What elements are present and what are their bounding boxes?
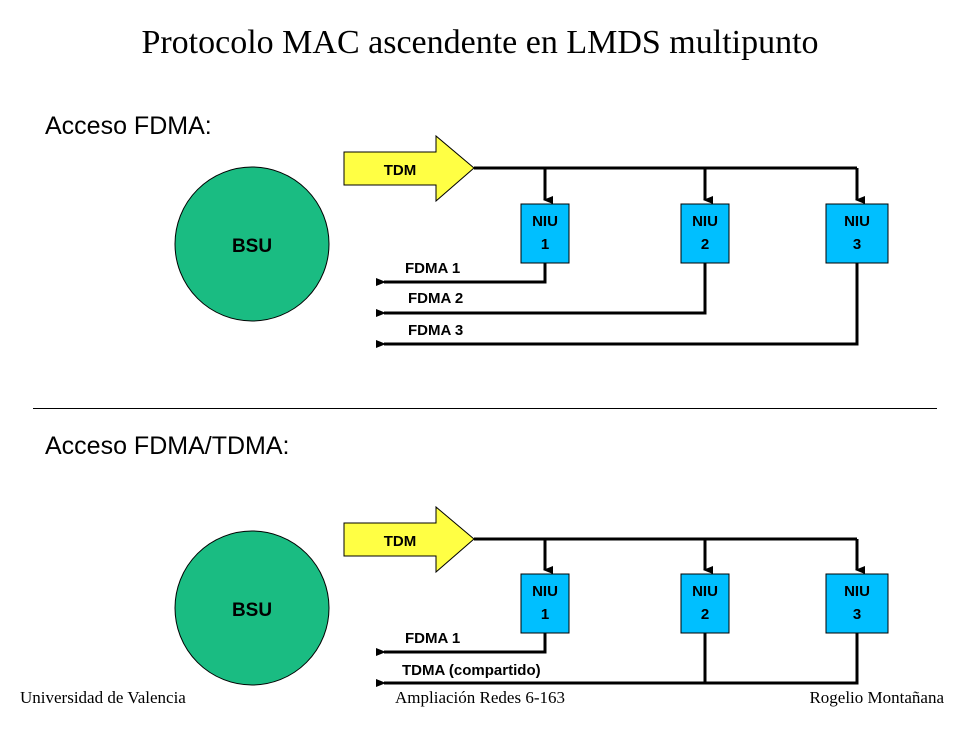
niu-1-number: 1 [541, 606, 549, 623]
tdm-arrow [343, 134, 475, 203]
fdma-tdma-diagram: BSU TDM NIU 1 NIU 2 NIU 3 FDMA 1 TDMA (c… [174, 505, 889, 687]
bsu-label: BSU [232, 600, 272, 621]
niu-3-box [825, 203, 889, 264]
niu-3-number: 3 [853, 236, 861, 253]
bsu-label: BSU [232, 236, 272, 257]
niu-1-label: NIU [532, 213, 558, 230]
upstream-fdma-1 [376, 633, 547, 656]
tdm-arrow [343, 505, 475, 574]
niu-2-number: 2 [701, 236, 709, 253]
upstream-tdma-shared [376, 633, 859, 687]
niu-3-label: NIU [844, 213, 870, 230]
section-label-fdma-tdma: Acceso FDMA/TDMA: [45, 432, 290, 460]
niu-3-number: 3 [853, 606, 861, 623]
bsu-circle [174, 530, 330, 686]
footer-right: Rogelio Montañana [809, 688, 944, 707]
upstream-fdma-3 [376, 263, 859, 348]
page-title: Protocolo MAC ascendente en LMDS multipu… [141, 24, 819, 61]
niu-2-label: NIU [692, 213, 718, 230]
footer-center: Ampliación Redes 6-163 [395, 688, 565, 707]
niu-2-label: NIU [692, 583, 718, 600]
niu-2-number: 2 [701, 606, 709, 623]
section-divider [33, 408, 937, 409]
tdm-label: TDM [384, 162, 417, 179]
niu-3-box [825, 573, 889, 634]
footer-left: Universidad de Valencia [20, 688, 186, 707]
upstream-label-1: FDMA 1 [405, 260, 460, 277]
upstream-fdma-1 [376, 263, 547, 286]
niu-3-label: NIU [844, 583, 870, 600]
upstream-label-2: FDMA 2 [408, 290, 463, 307]
fdma-diagram: BSU TDM NIU 1 NIU 2 NIU 3 FDMA 1 FDMA 2 … [174, 134, 889, 348]
niu-1-box [520, 203, 570, 264]
niu-2-box [680, 203, 730, 264]
section-label-fdma: Acceso FDMA: [45, 112, 212, 140]
niu-1-number: 1 [541, 236, 549, 253]
upstream-label-3: FDMA 3 [408, 322, 463, 339]
bsu-circle [174, 166, 330, 322]
tdm-label: TDM [384, 533, 417, 550]
niu-1-label: NIU [532, 583, 558, 600]
upstream-label-1: FDMA 1 [405, 630, 460, 647]
upstream-label-2: TDMA (compartido) [402, 662, 541, 679]
upstream-fdma-2 [376, 263, 707, 317]
